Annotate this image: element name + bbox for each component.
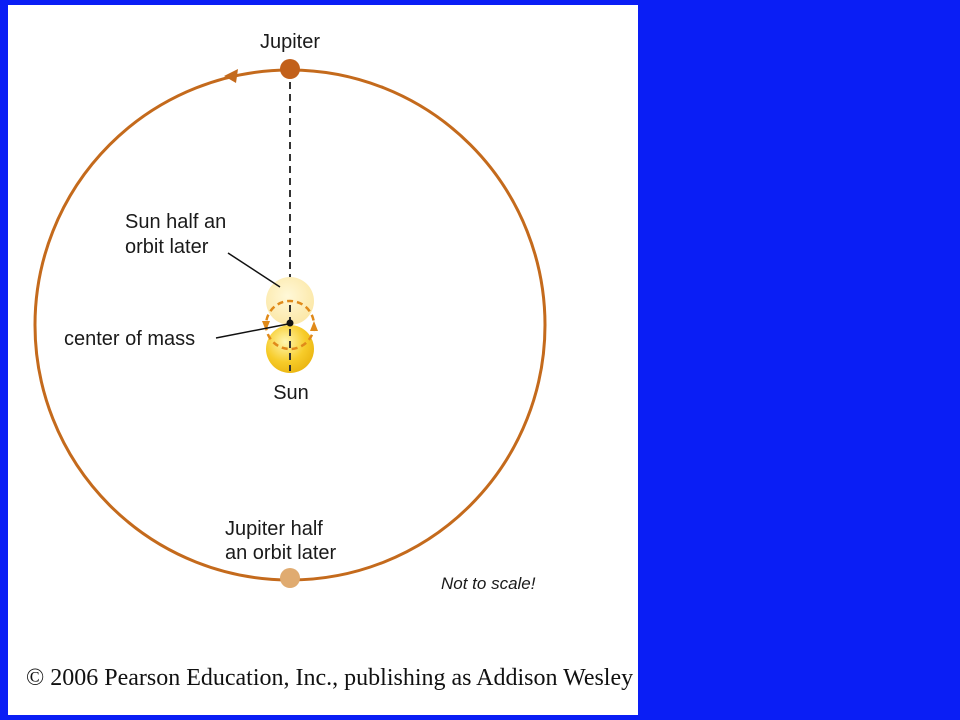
sun-orbit-arrow-left — [262, 321, 270, 331]
sun-label: Sun — [273, 382, 309, 404]
jupiter-half-orbit-label-line2: an orbit later — [225, 542, 337, 564]
jupiter — [280, 59, 300, 79]
sun — [266, 325, 314, 373]
sun-half-orbit-leader — [227, 252, 281, 288]
jupiter-half-orbit-label-line1: Jupiter half — [225, 518, 323, 540]
sun-orbit-arrow-right — [310, 321, 318, 331]
center-of-mass-leader — [215, 323, 289, 339]
jupiter-label: Jupiter — [260, 31, 320, 53]
scale-note: Not to scale! — [441, 574, 536, 593]
sun-half-orbit-label-line1: Sun half an — [125, 211, 226, 233]
center-of-mass-label: center of mass — [64, 328, 195, 350]
sun-half-orbit-label-line2: orbit later — [125, 236, 209, 258]
copyright-notice: © 2006 Pearson Education, Inc., publishi… — [26, 665, 634, 691]
orbit-diagram: Jupiter Sun half an orbit later center o… — [33, 31, 547, 593]
orbit-direction-arrow — [224, 69, 238, 83]
figure-panel: Jupiter Sun half an orbit later center o… — [8, 5, 638, 715]
jupiter-half-orbit-later — [280, 568, 300, 588]
center-of-mass-dot — [286, 319, 294, 327]
